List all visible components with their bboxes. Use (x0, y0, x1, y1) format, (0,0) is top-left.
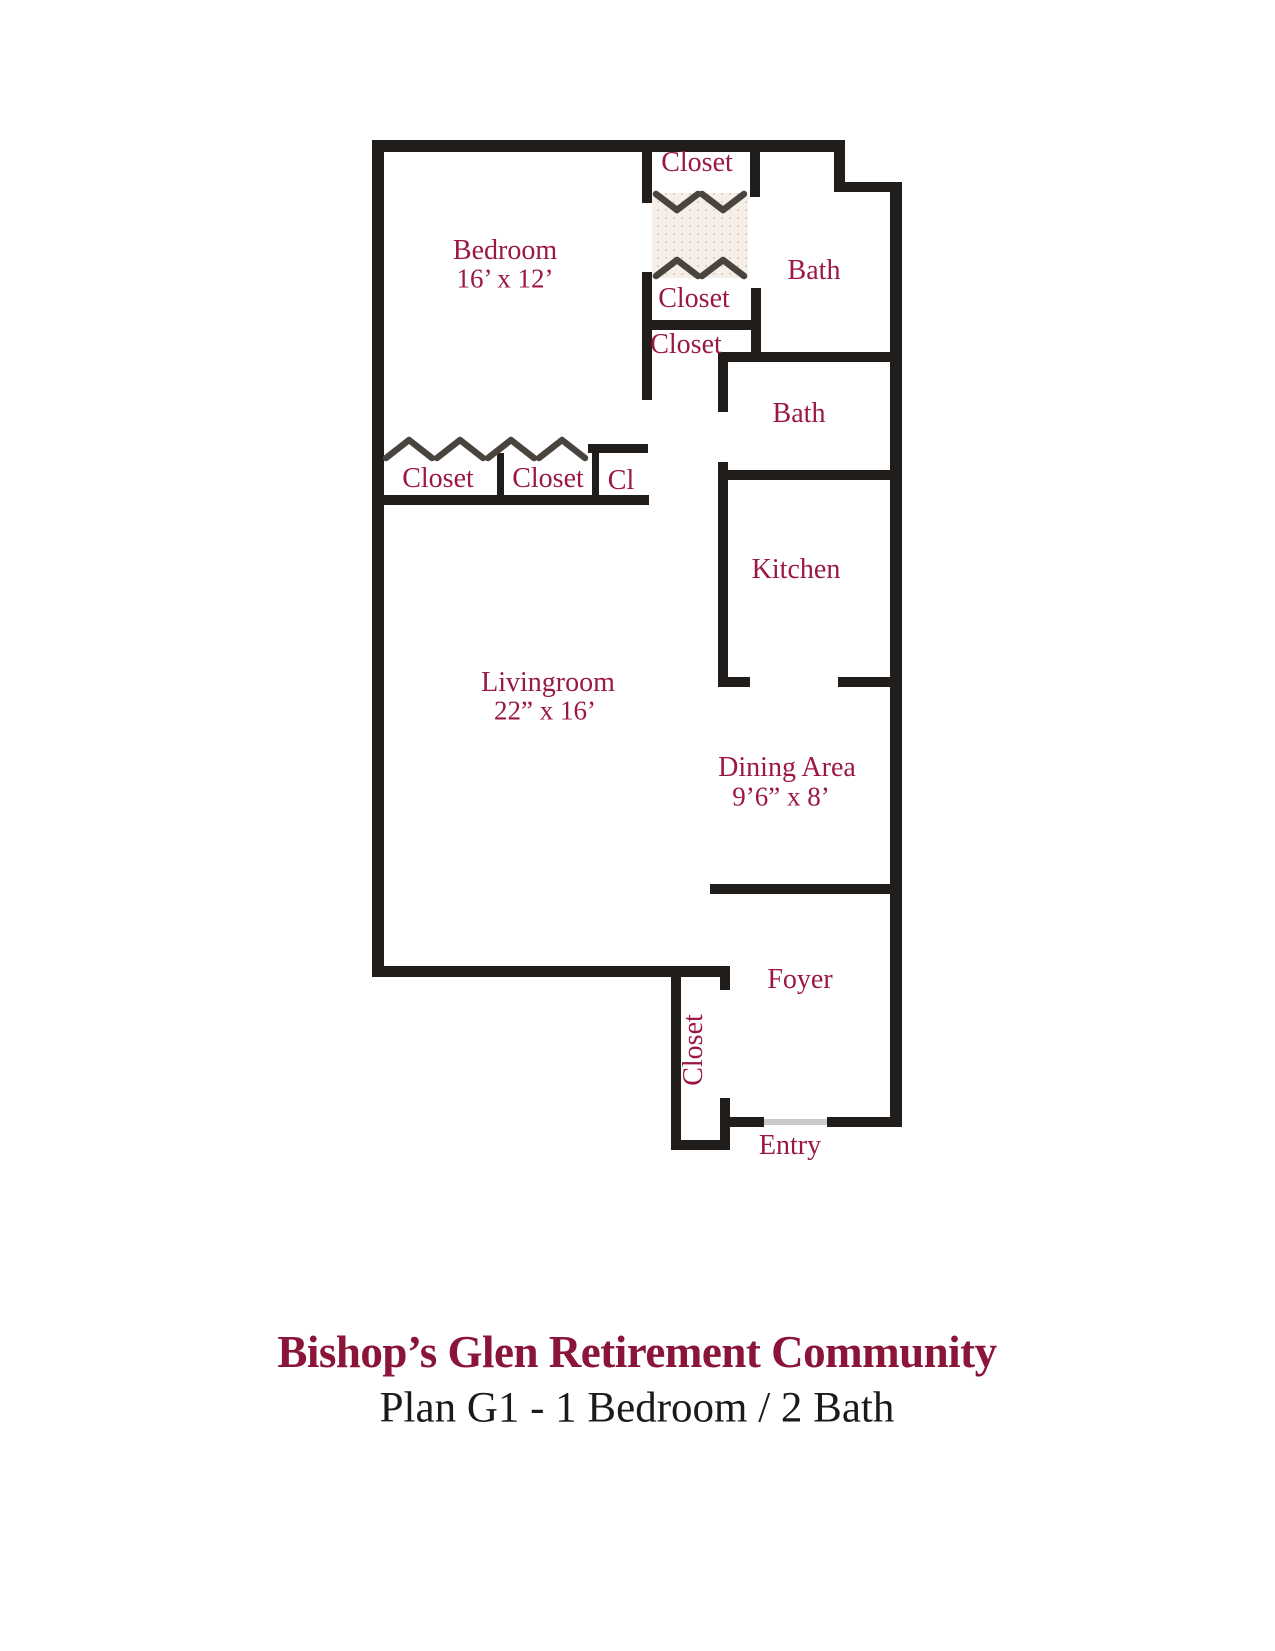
closet-label-bedroom-left: Closet (402, 463, 474, 494)
closet-label-hall-top: Closet (661, 147, 733, 178)
room-label-bedroom: Bedroom (452, 235, 558, 266)
entry-door-opening (764, 1119, 827, 1125)
closet-label-bedroom-right: Cl (607, 465, 635, 496)
closet-label-hall-middle: Closet (658, 283, 730, 314)
closet-label-bedroom-center: Closet (512, 463, 584, 494)
community-name-title: Bishop’s Glen Retirement Community (277, 1327, 997, 1377)
room-dimensions-dining-area: 9’6” x 8’ (732, 781, 830, 812)
room-dimensions-bedroom: 16’ x 12’ (456, 263, 554, 294)
walls-group (372, 140, 902, 1150)
bifold-door-symbols (382, 190, 748, 462)
room-label-kitchen: Kitchen (751, 554, 841, 585)
closet-label-foyer-coat: Closet (678, 1014, 709, 1086)
room-dimensions-livingroom: 22” x 16’ (494, 695, 596, 726)
room-label-bath-lower: Bath (772, 398, 826, 429)
room-label-foyer: Foyer (767, 964, 833, 995)
room-label-entry: Entry (758, 1130, 822, 1161)
room-label-dining-area: Dining Area (718, 752, 856, 783)
room-label-livingroom: Livingroom (481, 667, 615, 698)
closet-label-hall-lower: Closet (650, 329, 722, 360)
plan-name-subtitle: Plan G1 - 1 Bedroom / 2 Bath (379, 1384, 895, 1432)
room-label-bath-upper: Bath (787, 255, 841, 286)
